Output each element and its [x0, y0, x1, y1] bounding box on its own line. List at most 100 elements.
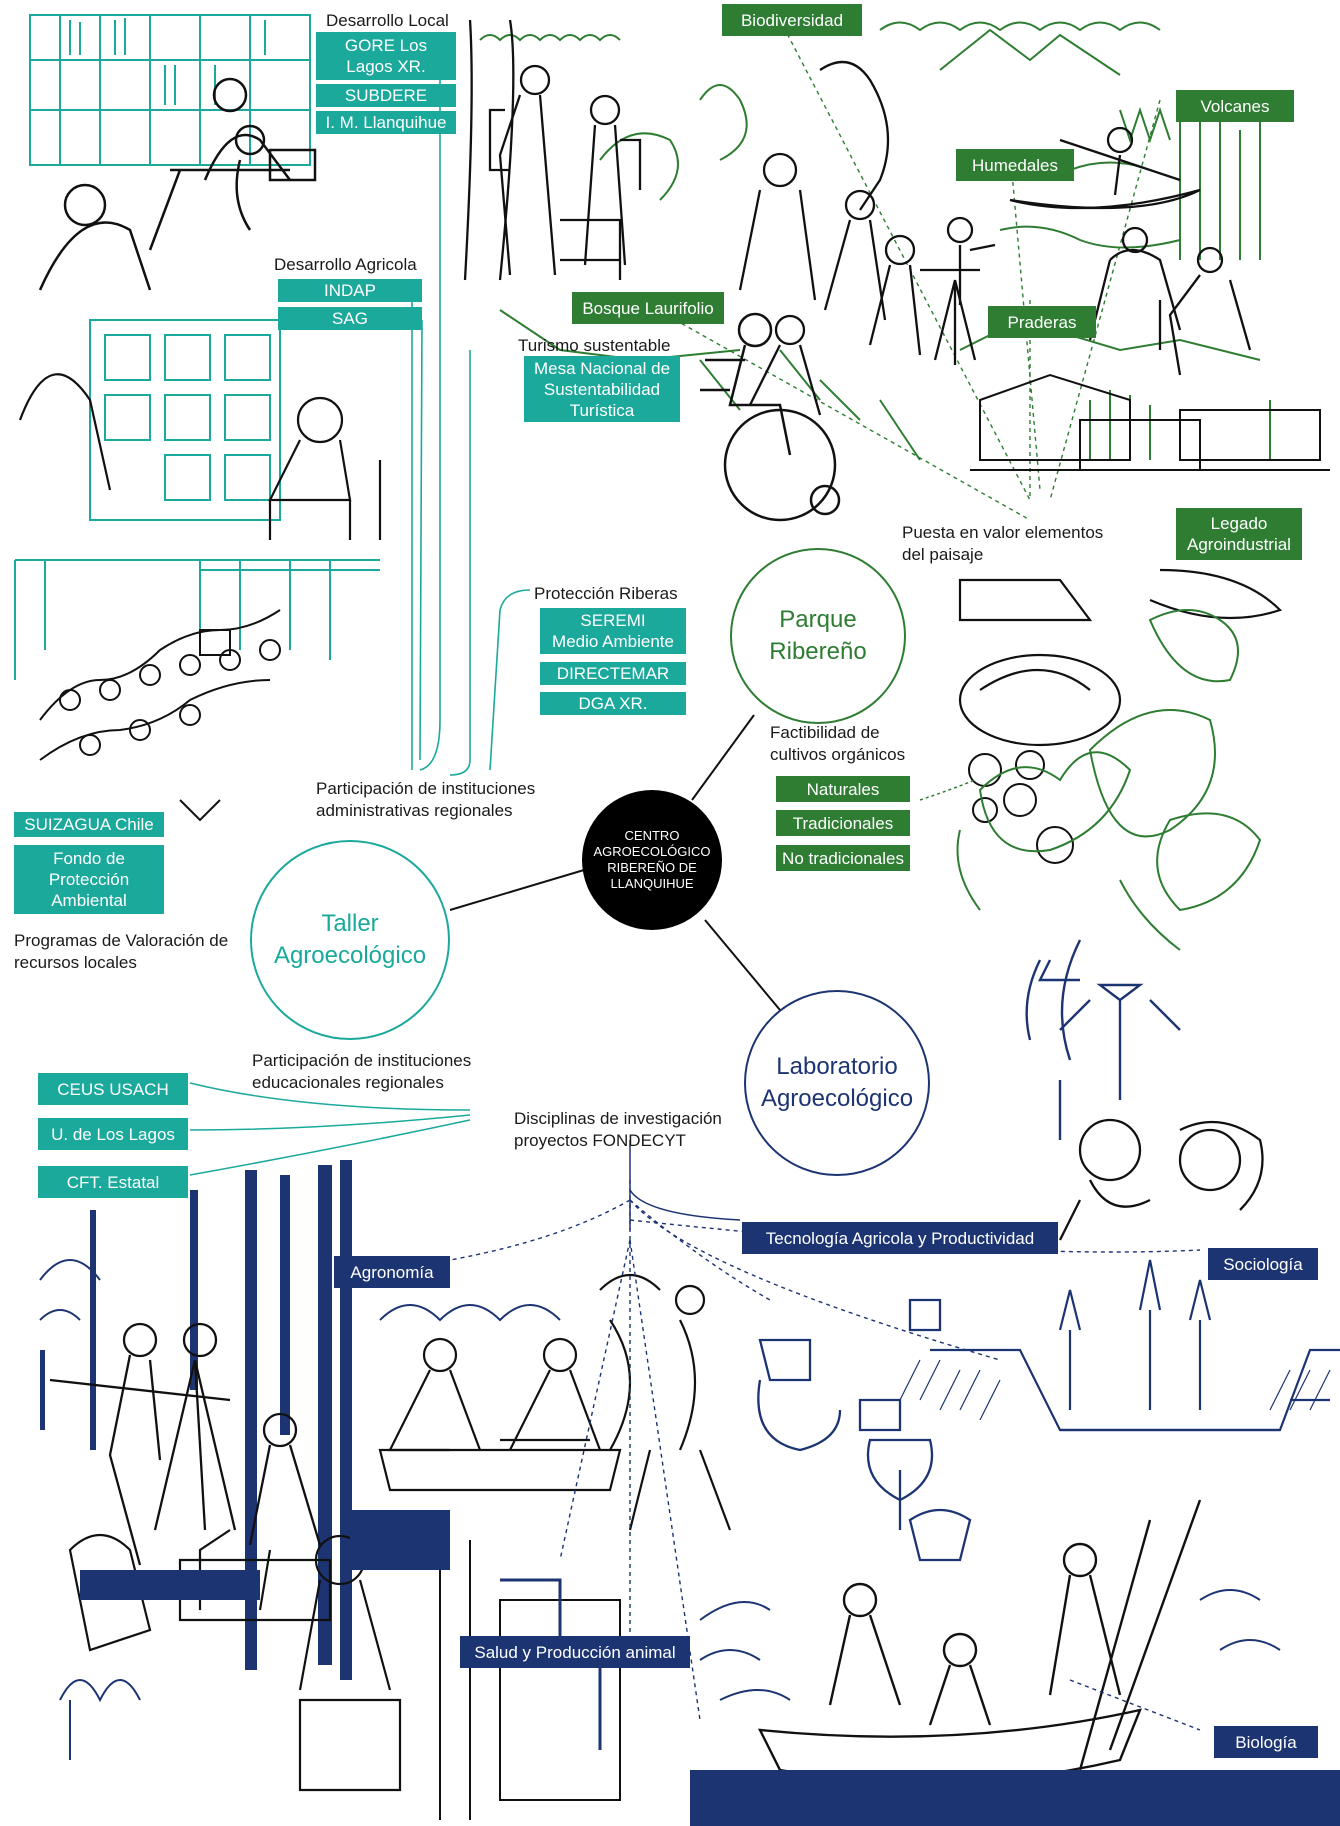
- forest-stripes-sketch: [40, 1160, 352, 1680]
- programas-line2: recursos locales: [14, 953, 137, 972]
- building-sketch: [439, 1540, 621, 1820]
- wheelchair-sketch: [700, 312, 841, 522]
- desarrollo-local-title: Desarrollo Local: [326, 11, 449, 30]
- library-sketch: [29, 14, 311, 166]
- office-people-sketch: [38, 77, 317, 291]
- suizagua-tag: SUIZAGUA Chile: [14, 812, 164, 837]
- lab-navy-fill: [80, 1510, 450, 1600]
- biodiversidad-tag: Biodiversidad: [722, 4, 862, 36]
- ulagos-tag: U. de Los Lagos: [38, 1118, 188, 1150]
- disciplinas-line2: proyectos FONDECYT: [514, 1131, 686, 1150]
- edu-connectors: [189, 1082, 471, 1176]
- birdwatchers-sketch: [738, 60, 996, 416]
- teal-connectors: [411, 40, 531, 776]
- participacion-edu-line2: educacionales regionales: [252, 1073, 444, 1092]
- videocall-sketch: [89, 319, 281, 521]
- seremi-tag: SEREMI Medio Ambiente: [540, 608, 686, 654]
- salud-produccion-animal-tag: Salud y Producción animal: [460, 1636, 690, 1668]
- seremi-line2: Medio Ambiente: [552, 632, 674, 651]
- center-line4: LLANQUIHUE: [610, 876, 694, 891]
- fondo-line3: Ambiental: [51, 891, 127, 910]
- wetland-hatch: [899, 1359, 1331, 1421]
- imll-tag: I. M. Llanquihue: [316, 111, 456, 134]
- puesta-valor-line1: Puesta en valor elementos: [902, 523, 1104, 542]
- factibilidad-line1: Factibilidad de: [770, 723, 880, 742]
- fondo-tag: Fondo de Protección Ambiental: [14, 845, 164, 914]
- humedales-tag: Humedales: [956, 149, 1074, 181]
- sag-tag: SAG: [278, 307, 422, 330]
- parque-line1: Parque: [779, 606, 857, 633]
- seremi-line1: SEREMI: [580, 611, 646, 630]
- surveyors-sketch: [49, 1322, 322, 1566]
- gore-line2: Lagos XR.: [346, 57, 426, 76]
- shower-person-sketch: [599, 1274, 732, 1531]
- constructed-wetland-sketch: [930, 1259, 1340, 1432]
- water-fill: [690, 1770, 1340, 1826]
- taller-line2: Agroecológico: [273, 942, 427, 969]
- center-line1: CENTRO: [624, 828, 680, 843]
- navy-solid-links: [629, 1140, 741, 1230]
- tradicionales-tag: Tradicionales: [776, 810, 910, 836]
- puesta-valor-line2: del paisaje: [902, 545, 984, 564]
- produce-sketch: [958, 568, 1283, 747]
- center-line3: RIBEREÑO DE: [607, 860, 697, 875]
- videocall-people-sketch: [18, 373, 382, 540]
- parque-line2: Ribereño: [769, 638, 867, 665]
- hikers-sketch: [463, 19, 642, 281]
- gore-line1: GORE Los: [344, 36, 428, 55]
- participacion-edu-line1: Participación de instituciones: [252, 1051, 472, 1070]
- leaves-sketch: [956, 609, 1262, 951]
- turismo-title: Turismo sustentable: [518, 336, 671, 355]
- parque-ribereno-node: Parque Ribereño: [730, 548, 906, 724]
- naturales-tag: Naturales: [776, 776, 910, 802]
- dga-tag: DGA XR.: [540, 692, 686, 715]
- fondo-line2: Protección: [48, 870, 130, 889]
- tecnologia-tag: Tecnología Agricola y Productividad: [742, 1222, 1058, 1254]
- legado-line2: Agroindustrial: [1187, 535, 1291, 554]
- hub-connectors: [449, 714, 781, 1011]
- bosque-laurifolio-tag: Bosque Laurifolio: [572, 292, 724, 324]
- center-line2: AGROECOLÓGICO: [593, 844, 711, 859]
- lecture-hall-sketch: [14, 559, 380, 680]
- participacion-admin-line2: administrativas regionales: [316, 801, 513, 820]
- taller-line1: Taller: [321, 910, 379, 937]
- boat-sketch: [757, 1499, 1202, 1785]
- factibilidad-link: [919, 779, 976, 801]
- trees-navy-sketch: [39, 1259, 561, 1760]
- proteccion-riberas-title: Protección Riberas: [534, 584, 678, 603]
- taller-agroecologico-node: Taller Agroecológico: [250, 840, 450, 1040]
- agronomia-tag: Agronomía: [334, 1256, 450, 1288]
- factibilidad-line2: cultivos orgánicos: [770, 745, 906, 764]
- volcanes-tag: Volcanes: [1176, 90, 1294, 122]
- mesa-line1: Mesa Nacional de: [533, 358, 671, 378]
- laboratorio-line2: Agroecológico: [760, 1085, 914, 1112]
- subdere-tag: SUBDERE: [316, 84, 456, 107]
- toilet-bath-sketch: [757, 1298, 972, 1562]
- audience-sketch: [39, 609, 281, 822]
- laboratorio-agroecologico-node: Laboratorio Agroecológico: [744, 990, 930, 1176]
- biologia-tag: Biología: [1214, 1726, 1318, 1758]
- laboratorio-line1: Laboratorio: [776, 1053, 898, 1080]
- mesa-nacional-tag: Mesa Nacional de Sustentabilidad Turísti…: [524, 356, 680, 422]
- programas-line1: Programas de Valoración de: [14, 931, 229, 950]
- praderas-tag: Praderas: [988, 306, 1096, 338]
- mesa-line2: Sustentabilidad: [543, 379, 661, 399]
- indap-tag: INDAP: [278, 279, 422, 302]
- participacion-admin-line1: Participación de instituciones: [316, 779, 536, 798]
- cft-estatal-tag: CFT. Estatal: [38, 1166, 188, 1198]
- desarrollo-agricola-title: Desarrollo Agricola: [274, 255, 417, 274]
- kayak-and-riders-sketch: [1009, 126, 1252, 376]
- mesa-line3: Turística: [569, 400, 635, 420]
- no-tradicionales-tag: No tradicionales: [776, 845, 910, 871]
- directemar-tag: DIRECTEMAR: [540, 662, 686, 685]
- fondo-line1: Fondo de: [53, 849, 125, 868]
- ceus-usach-tag: CEUS USACH: [38, 1073, 188, 1105]
- legado-agroindustrial-tag: Legado Agroindustrial: [1176, 508, 1302, 560]
- gore-tag: GORE Los Lagos XR.: [316, 32, 456, 80]
- farm-buildings-sketch: [970, 373, 1330, 471]
- green-dashed-links: [639, 19, 1161, 521]
- field-workers-sketch: [378, 1337, 622, 1492]
- disciplinas-line1: Disciplinas de investigación: [514, 1109, 722, 1128]
- center-node: CENTRO AGROECOLÓGICO RIBEREÑO DE LLANQUI…: [582, 790, 722, 930]
